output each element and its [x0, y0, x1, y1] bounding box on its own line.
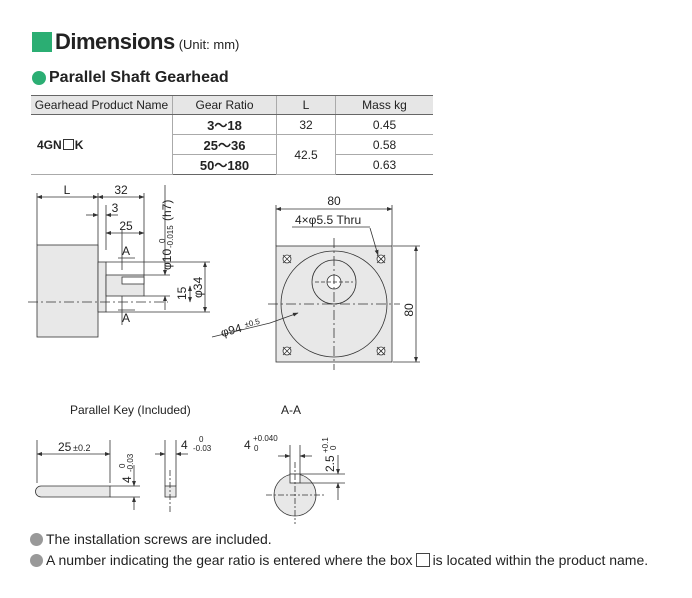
key-height-annotation: 4 0 -0.03 — [118, 453, 135, 483]
shaft-diameter-annotation: φ10 0 -0.015 (h7) — [158, 200, 175, 270]
gear-ratio-cell: 25～36 — [172, 134, 277, 155]
key-drawing — [35, 440, 188, 512]
col-header-product: Gearhead Product Name — [31, 95, 173, 115]
section-square-icon — [32, 32, 52, 52]
shaft-tol-top: 0 — [158, 238, 167, 243]
slot-depth-label: 2.5 — [323, 455, 337, 472]
dim-25-label: 25 — [119, 219, 133, 233]
pilot-tol-label: ±0.5 — [244, 317, 262, 330]
slot-tol-top: +0.040 — [253, 434, 278, 443]
section-title: Parallel Shaft Gearhead — [49, 69, 229, 86]
key-width-tol-top: 0 — [199, 435, 204, 444]
section-aa-title: A-A — [281, 403, 301, 417]
dim-15-annotation: 15 — [175, 286, 189, 300]
dim-34-label: φ34 — [191, 277, 205, 298]
note-text: A number indicating the gear ratio is en… — [46, 552, 413, 568]
note-text: The installation screws are included. — [46, 531, 272, 547]
table-header-row: Gearhead Product Name Gear Ratio L Mass … — [31, 95, 433, 115]
key-height-label: 4 — [120, 476, 134, 483]
key-title: Parallel Key (Included) — [70, 403, 191, 417]
col-header-mass: Mass kg — [335, 95, 433, 115]
front-dim-80-top: 80 — [327, 194, 341, 208]
spec-table: Gearhead Product Name Gear Ratio L Mass … — [31, 95, 433, 175]
dim-3-label: 3 — [112, 201, 119, 215]
key-length-tol: ±0.2 — [73, 443, 90, 453]
page-title: Dimensions — [55, 29, 175, 54]
note-text-continued: is located within the product name. — [432, 552, 649, 568]
key-length-label: 25 — [58, 440, 72, 454]
note-bullet-icon — [30, 553, 43, 567]
section-aa-drawing — [266, 445, 345, 524]
section-heading: Parallel Shaft Gearhead — [32, 69, 229, 87]
table-row: 50～180 0.63 — [31, 154, 433, 175]
pilot-dia-label: φ94 — [219, 321, 243, 340]
dim-34-annotation: φ34 — [191, 277, 205, 298]
key-height-tol-bottom: -0.03 — [126, 453, 135, 472]
product-suffix: K — [74, 137, 84, 152]
product-prefix: 4GN — [37, 137, 62, 152]
front-view — [211, 205, 420, 370]
mass-cell: 0.45 — [335, 114, 433, 135]
key-height-tol-top: 0 — [118, 463, 127, 468]
box-placeholder-icon — [415, 553, 430, 567]
shaft-tol-bottom: -0.015 — [166, 225, 175, 248]
gear-ratio-cell: 50～180 — [172, 154, 277, 175]
slot-tol-bottom: 0 — [254, 444, 259, 453]
slot-depth-tol-bottom: 0 — [329, 445, 338, 450]
dim-l-label: L — [64, 183, 71, 197]
holes-label: 4×φ5.5 Thru — [295, 213, 361, 227]
dim-15-label: 15 — [175, 286, 189, 300]
section-mark-a-bottom: A — [122, 311, 130, 325]
dimensions-header: Dimensions (Unit: mm) — [32, 28, 239, 54]
note-bullet-icon — [30, 532, 43, 546]
front-dim-80-right: 80 — [402, 303, 416, 317]
slot-depth-annotation: 2.5 +0.1 0 — [321, 437, 338, 472]
box-placeholder-icon — [62, 138, 74, 150]
gear-ratio-cell: 3～18 — [172, 114, 277, 135]
front-dim-80-right-annotation: 80 — [402, 303, 416, 317]
key-width-tol-bottom: -0.03 — [193, 444, 212, 453]
shaft-fit-label: (h7) — [160, 200, 174, 221]
unit-label: (Unit: mm) — [178, 37, 240, 52]
col-header-l: L — [276, 95, 336, 115]
dim-32-label: 32 — [114, 183, 128, 197]
col-header-gear-ratio: Gear Ratio — [172, 95, 277, 115]
section-bullet-icon — [32, 71, 46, 85]
side-view — [28, 185, 210, 338]
section-mark-a-top: A — [122, 244, 130, 258]
l-cell: 42.5 — [276, 134, 336, 175]
l-cell: 32 — [276, 114, 336, 135]
shaft-dia-label: φ10 — [160, 249, 174, 270]
note-screws: The installation screws are included. — [30, 531, 272, 547]
slot-depth-tol-top: +0.1 — [321, 437, 330, 453]
slot-width-label: 4 — [244, 438, 251, 452]
table-row: 25～36 42.5 0.58 — [31, 134, 433, 175]
note-box: A number indicating the gear ratio is en… — [30, 552, 648, 568]
mass-cell: 0.63 — [335, 154, 433, 175]
pilot-diameter-annotation: φ94 ±0.5 — [219, 317, 262, 340]
product-name-cell: 4GN K — [31, 114, 173, 175]
table-row: 4GN K 3～18 32 0.45 — [31, 114, 433, 175]
key-width-label: 4 — [181, 438, 188, 452]
mass-cell: 0.58 — [335, 134, 433, 155]
